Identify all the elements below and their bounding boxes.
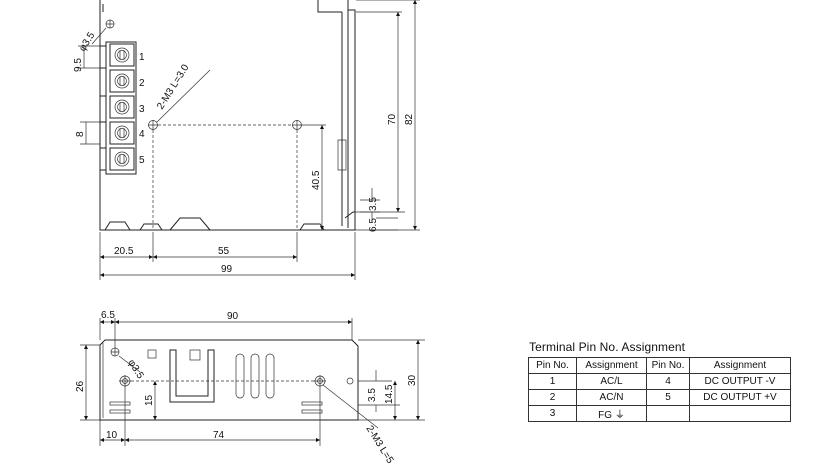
table-row: 3 FG ⏚ xyxy=(528,405,791,422)
dim-top-total-width: 99 xyxy=(221,264,233,275)
dim-top-left-offset: 20.5 xyxy=(114,246,134,257)
pin-table-title: Terminal Pin No. Assignment xyxy=(529,340,686,354)
dim-top-total-height: 82 xyxy=(404,113,415,125)
table-cell: AC/N xyxy=(576,389,647,406)
header-assignment-1: Assignment xyxy=(576,357,647,374)
table-header-row: Pin No. Assignment Pin No. Assignment xyxy=(528,357,791,374)
dim-side-inner-height: 15 xyxy=(144,394,155,406)
table-cell: 1 xyxy=(528,373,577,390)
dim-side-height-right: 30 xyxy=(407,374,418,386)
header-assignment-2: Assignment xyxy=(689,357,791,374)
table-cell: DC OUTPUT +V xyxy=(689,389,791,406)
side-view-outline xyxy=(99,339,359,421)
dim-top-inner-height: 70 xyxy=(387,113,398,125)
dim-side-small-a: 3.5 xyxy=(367,388,378,402)
dim-top-small-b: 6.5 xyxy=(368,218,379,232)
side-view: 6.5 90 φ3.5 26 15 10 74 2-M3 L=5 3.5 14.… xyxy=(75,310,425,466)
header-pin-no-2: Pin No. xyxy=(646,357,690,374)
table-row: 2 AC/N 5 DC OUTPUT +V xyxy=(528,389,791,406)
top-view-outline xyxy=(99,0,356,231)
dim-top-hole-dia: φ3.5 xyxy=(77,30,97,53)
table-cell: AC/L xyxy=(576,373,647,390)
table-cell: DC OUTPUT -V xyxy=(689,373,791,390)
dim-side-top-left: 6.5 xyxy=(101,310,115,321)
dim-top-pitch: 9.5 xyxy=(73,58,84,72)
table-row: 1 AC/L 4 DC OUTPUT -V xyxy=(528,373,791,390)
top-view: 1 2 3 4 5 2-M3 L=3.0 φ3.5 9.5 8 40.5 xyxy=(73,0,420,280)
pin-assignment-section: Terminal Pin No. Assignment Pin No. Assi… xyxy=(528,340,791,422)
dim-top-hole-span: 55 xyxy=(218,246,230,257)
table-cell: 5 xyxy=(646,389,690,406)
terminal-label-3: 3 xyxy=(139,104,145,115)
terminal-label-2: 2 xyxy=(139,78,145,89)
table-cell: 3 xyxy=(528,405,577,422)
dim-side-height: 26 xyxy=(75,380,86,392)
table-cell: 2 xyxy=(528,389,577,406)
dim-side-small-b: 14.5 xyxy=(384,384,395,404)
dim-top-small-a: 3.5 xyxy=(368,197,379,211)
header-pin-no-1: Pin No. xyxy=(528,357,577,374)
pin-assignment-table: Pin No. Assignment Pin No. Assignment 1 … xyxy=(528,357,791,422)
terminal-label-5: 5 xyxy=(139,155,145,166)
table-cell xyxy=(689,405,791,422)
terminal-block xyxy=(100,41,137,175)
terminal-label-1: 1 xyxy=(139,52,145,63)
table-cell: 4 xyxy=(646,373,690,390)
table-cell xyxy=(646,405,690,422)
table-cell: FG ⏚ xyxy=(576,405,647,422)
dim-side-bottom-left: 10 xyxy=(106,430,118,441)
dim-side-bottom-span: 74 xyxy=(213,430,225,441)
dim-top-screw: 2-M3 L=3.0 xyxy=(155,62,192,111)
dim-top-hole-height: 40.5 xyxy=(311,170,322,190)
terminal-label-4: 4 xyxy=(139,129,145,140)
dim-top-terminal: 8 xyxy=(75,131,86,137)
dim-side-top-span: 90 xyxy=(227,311,239,322)
dim-side-screw: 2-M3 L=5 xyxy=(363,424,395,466)
